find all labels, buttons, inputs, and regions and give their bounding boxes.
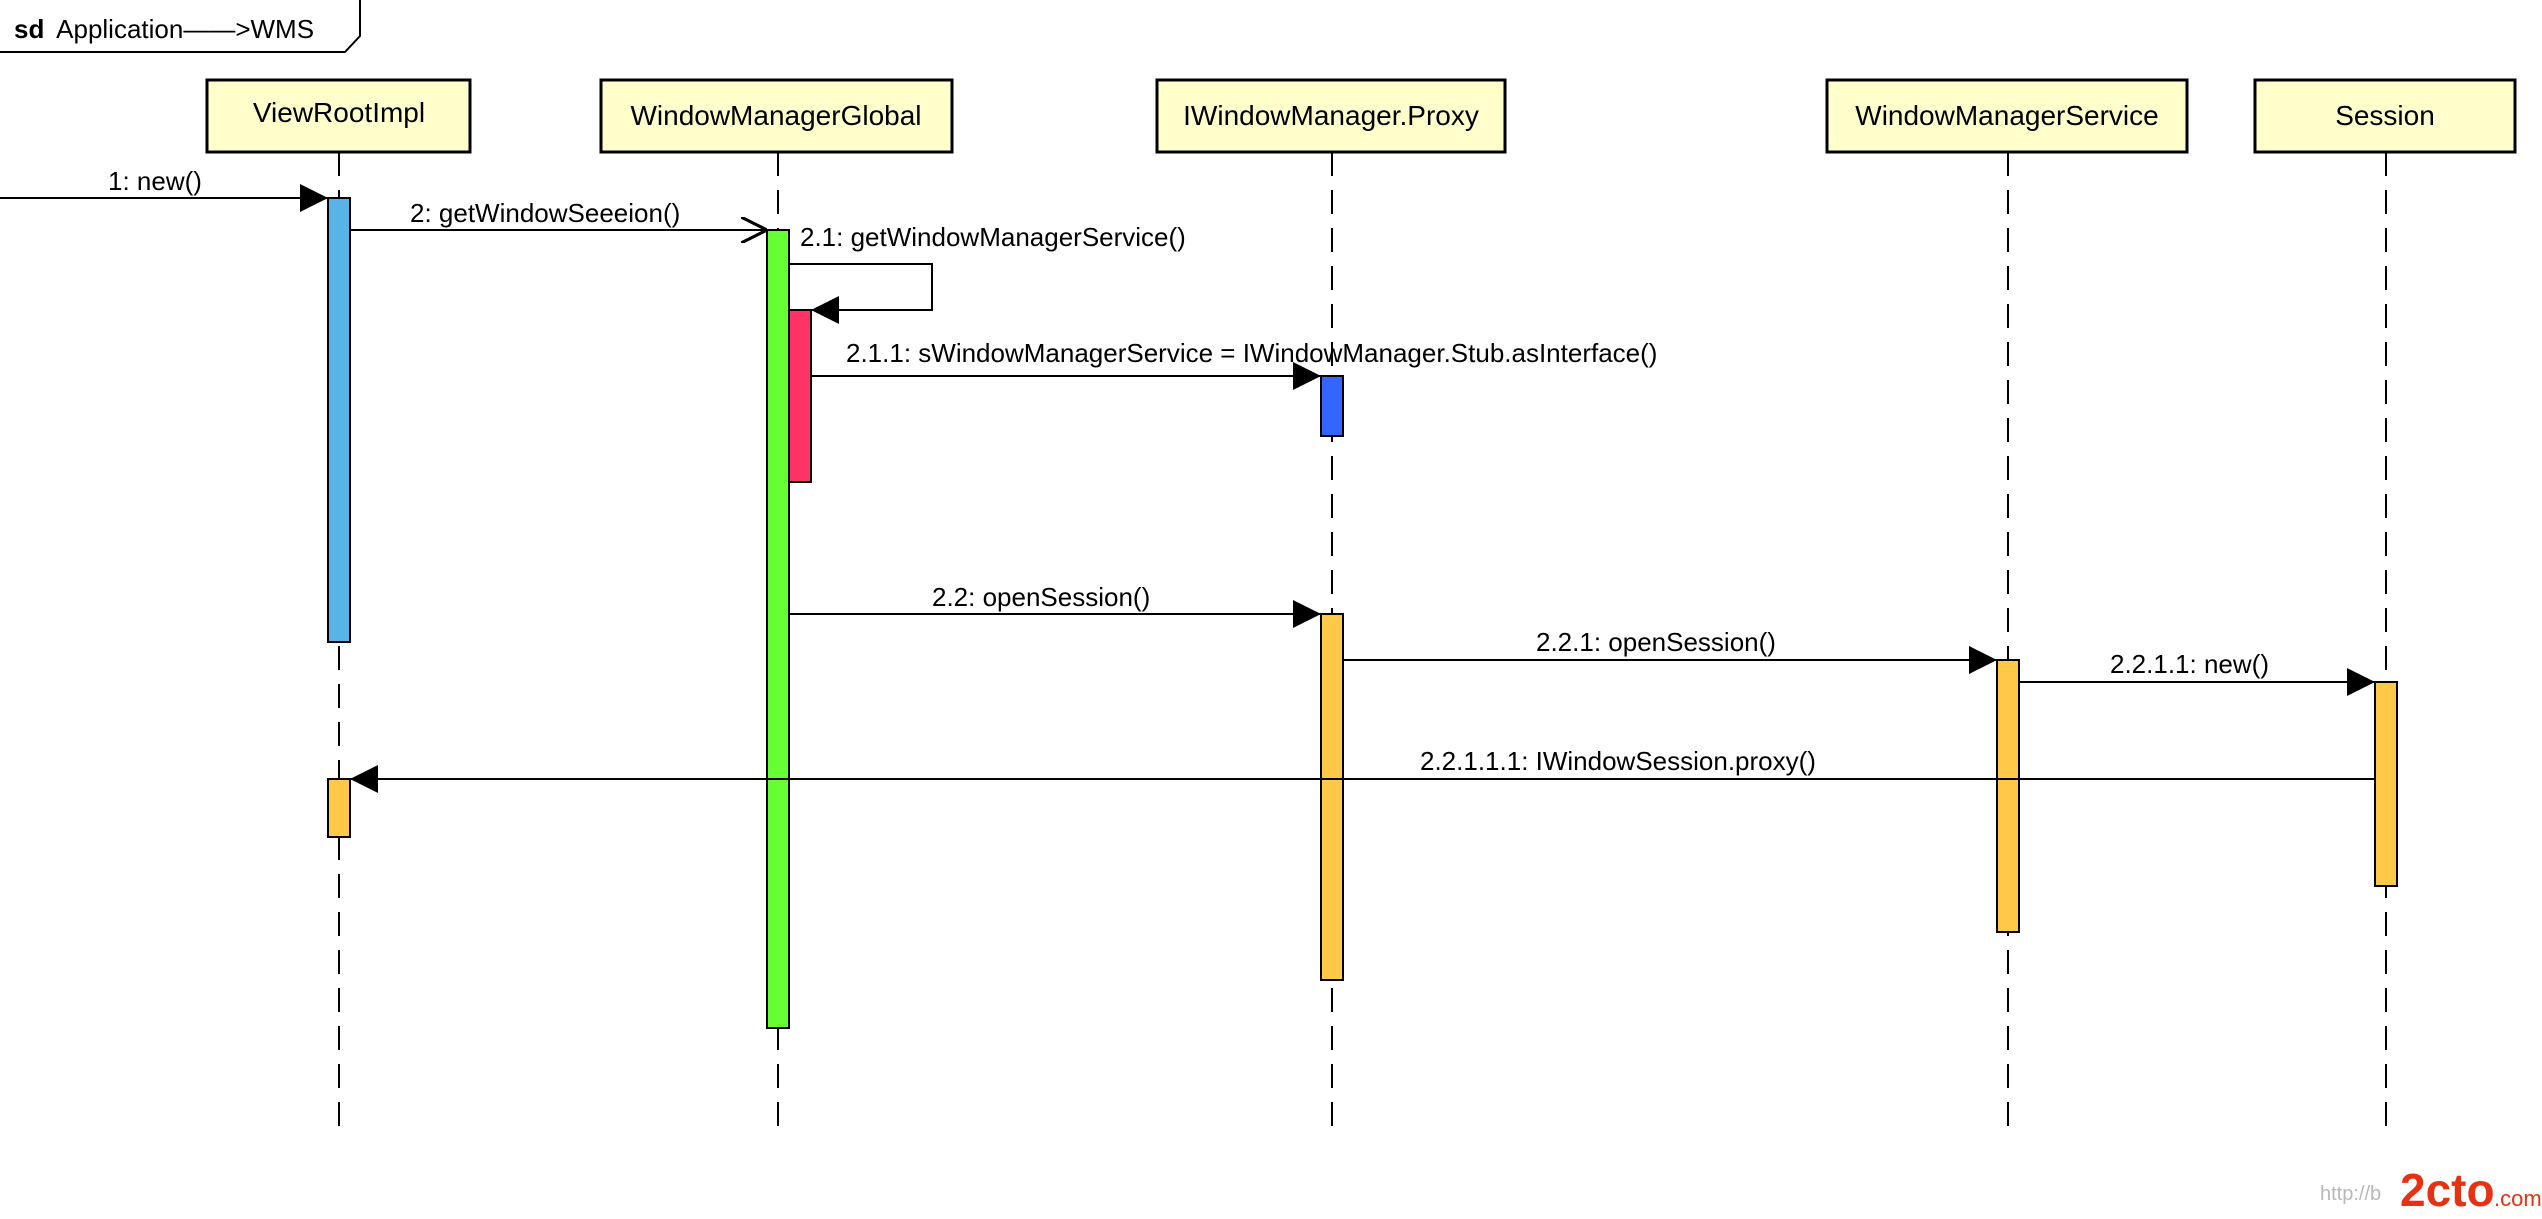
message-2-1-1[interactable]: 2.1.1: sWindowManagerService = IWindowMa… — [811, 338, 1657, 390]
frame-keyword: sd — [14, 14, 44, 44]
message-label: 2.2: openSession() — [932, 582, 1150, 612]
header-window-manager-global[interactable]: WindowManagerGlobal — [599, 78, 954, 154]
frame-title: sd Application——>WMS — [14, 14, 314, 44]
header-label: ViewRootImpl — [253, 97, 425, 128]
header-label: WindowManagerService — [1855, 100, 2158, 131]
header-iwindow-manager-proxy[interactable]: IWindowManager.Proxy — [1155, 78, 1507, 154]
activation-session — [2374, 681, 2398, 887]
watermark: http://b 2cto .com — [2320, 1164, 2542, 1216]
frame-tab-border — [0, 0, 361, 53]
message-2-1[interactable]: 2.1: getWindowManagerService() — [789, 222, 1186, 324]
header-label: IWindowManager.Proxy — [1183, 100, 1479, 131]
message-2-2-1-1-1[interactable]: 2.2.1.1.1: IWindowSession.proxy() — [350, 746, 2375, 793]
activation-view-root-impl-1 — [327, 197, 351, 643]
lifeline-headers: ViewRootImpl WindowManagerGlobal IWindow… — [205, 78, 2517, 154]
message-1[interactable]: 1: new() — [0, 166, 328, 212]
watermark-logo: 2cto — [2400, 1164, 2495, 1214]
message-label: 2.2.1: openSession() — [1536, 627, 1776, 657]
message-label: 1: new() — [108, 166, 202, 196]
lifelines — [338, 152, 2387, 1140]
message-label: 2.1.1: sWindowManagerService = IWindowMa… — [846, 338, 1657, 368]
header-session[interactable]: Session — [2253, 78, 2517, 154]
message-label: 2.1: getWindowManagerService() — [800, 222, 1186, 252]
activation-window-manager-service — [1996, 659, 2020, 933]
activation-window-manager-global-nested — [788, 309, 812, 483]
message-label: 2.2.1.1.1: IWindowSession.proxy() — [1420, 746, 1816, 776]
activation-bars — [327, 197, 2398, 1029]
messages: 1: new() 2: getWindowSeeeion() 2.1: getW… — [0, 166, 2375, 793]
frame-name: Application——>WMS — [56, 14, 314, 44]
message-2-2-1-1[interactable]: 2.2.1.1: new() — [2019, 649, 2375, 696]
activation-window-manager-global — [766, 229, 790, 1029]
activation-iwindow-manager-proxy-1 — [1320, 375, 1344, 437]
message-label: 2.2.1.1: new() — [2110, 649, 2269, 679]
header-label: WindowManagerGlobal — [630, 100, 921, 131]
watermark-logo-suffix: .com — [2494, 1186, 2542, 1211]
header-label: Session — [2335, 100, 2435, 131]
message-2[interactable]: 2: getWindowSeeeion() — [350, 198, 767, 230]
activation-iwindow-manager-proxy-2 — [1320, 613, 1344, 981]
message-2-2-1[interactable]: 2.2.1: openSession() — [1343, 627, 1997, 674]
message-2-2[interactable]: 2.2: openSession() — [789, 582, 1321, 628]
activation-view-root-impl-2 — [327, 778, 351, 838]
watermark-url: http://b — [2320, 1183, 2381, 1205]
frame-tab: sd Application——>WMS — [0, 0, 361, 53]
header-view-root-impl[interactable]: ViewRootImpl — [205, 78, 472, 154]
message-label: 2: getWindowSeeeion() — [410, 198, 680, 228]
header-window-manager-service[interactable]: WindowManagerService — [1825, 78, 2189, 154]
